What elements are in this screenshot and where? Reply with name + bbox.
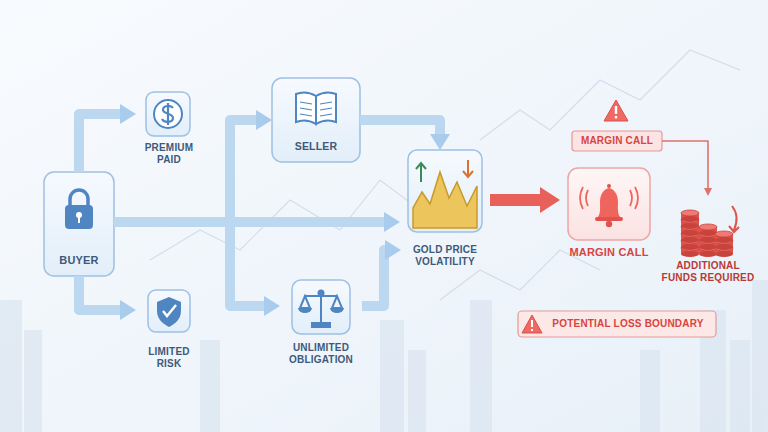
node-label: SELLER <box>295 140 338 153</box>
icon-tile: ADDITIONAL FUNDS REQUIRED <box>660 196 756 296</box>
premium-tile <box>146 92 190 136</box>
margin-call-badge <box>572 131 662 151</box>
flow-arrow <box>662 141 708 188</box>
flow-arrow <box>114 222 264 306</box>
buyer-tile <box>44 172 114 276</box>
icon-tile: UNLIMITED OBLIGATION <box>280 280 362 380</box>
node-label: MARGIN CALL <box>569 246 648 259</box>
trend-lines <box>150 50 740 300</box>
icon-tile: BUYER <box>44 172 114 276</box>
risk-tile <box>148 290 190 332</box>
book-icon <box>296 92 336 124</box>
icon-tile: GOLD PRICE VOLATILITY <box>400 150 490 278</box>
label-pill: POTENTIAL LOSS BOUNDARY <box>518 311 716 337</box>
icon-tile: LIMITED RISK <box>136 288 202 380</box>
warning-small-icon <box>522 315 542 333</box>
dollar-icon <box>154 100 182 128</box>
flow-arrow <box>114 120 256 222</box>
icon-tile: MARGIN CALL <box>560 168 658 276</box>
flow-arrow <box>360 120 440 134</box>
flow-arrow <box>79 276 120 310</box>
node-label: BUYER <box>59 254 99 267</box>
loss-boundary-pill <box>518 311 716 337</box>
node-label: MARGIN CALL <box>581 135 653 147</box>
flow-arrow <box>79 114 120 172</box>
node-label: PREMIUM PAID <box>136 142 202 166</box>
lock-icon <box>65 190 93 229</box>
gold-tile <box>408 150 482 232</box>
down-arrow-icon <box>729 206 739 232</box>
label-pill: MARGIN CALL <box>572 131 662 151</box>
shield-icon <box>157 297 181 327</box>
node-label: POTENTIAL LOSS BOUNDARY <box>552 318 703 330</box>
scales-icon <box>299 290 343 327</box>
warning-icon <box>604 100 628 121</box>
icon-tile: PREMIUM PAID <box>136 92 202 172</box>
node-label: ADDITIONAL FUNDS REQUIRED <box>660 260 756 284</box>
bell-icon <box>580 184 638 227</box>
obligation-tile <box>292 280 350 334</box>
node-label: UNLIMITED OBLIGATION <box>280 342 362 366</box>
node-label: GOLD PRICE VOLATILITY <box>400 244 490 268</box>
flow-arrow <box>362 250 385 306</box>
gold-chart-icon <box>413 160 477 228</box>
flow-arrow <box>490 194 540 206</box>
margin-call-tile <box>568 168 650 240</box>
icon-tile: SELLER <box>272 78 360 162</box>
coins-icon <box>681 210 733 257</box>
flow-arrow <box>114 217 384 227</box>
seller-tile <box>272 78 360 162</box>
node-label: LIMITED RISK <box>136 346 202 370</box>
